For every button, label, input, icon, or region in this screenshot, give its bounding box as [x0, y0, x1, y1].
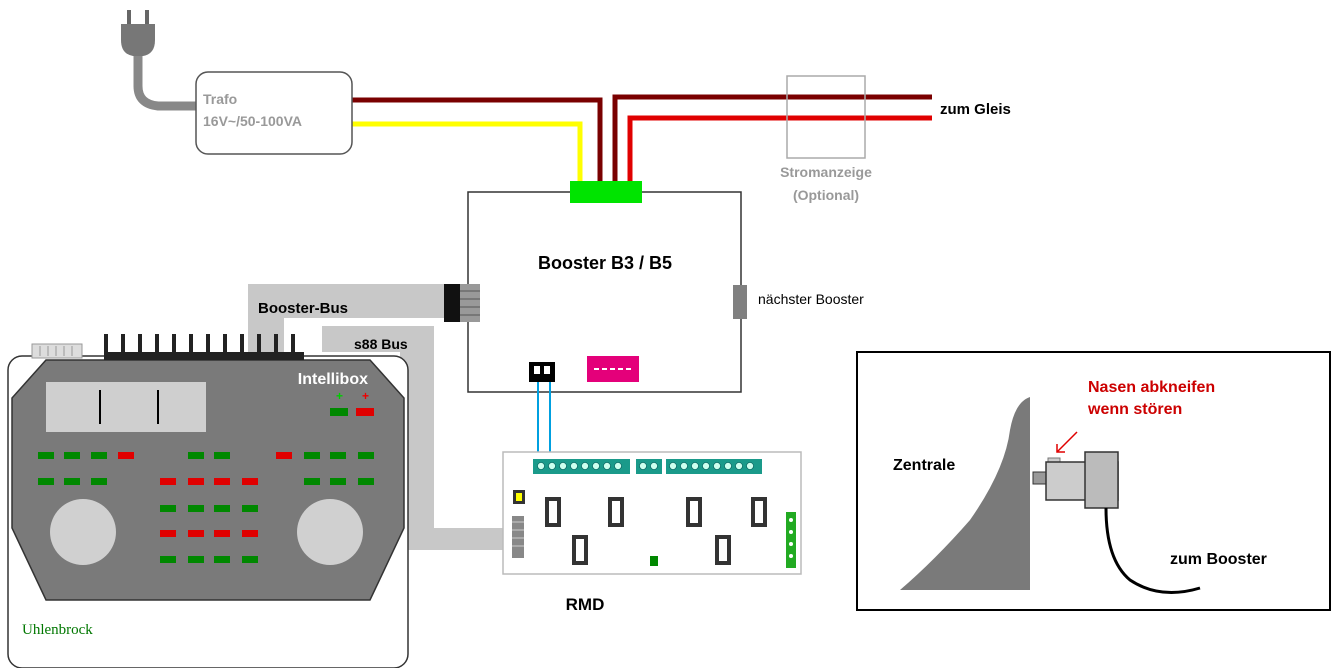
track-connector [570, 181, 642, 203]
trafo-rating: 16V~/50-100VA [203, 113, 302, 129]
s88-bus-label: s88 Bus [354, 336, 408, 352]
booster-bus-label: Booster-Bus [258, 300, 348, 317]
rmd-wires [537, 382, 551, 458]
trafo: Trafo 16V~/50-100VA [195, 71, 353, 155]
zentrale-label: Zentrale [893, 457, 955, 474]
booster-box: Booster B3 / B5 [444, 181, 747, 393]
uhlenbrock-logo: Uhlenbrock [22, 622, 93, 638]
naechster-booster-label: nächster Booster [758, 291, 864, 307]
inset-zentrale-detail: Nasen abkneifen wenn stören Zentrale zum… [856, 351, 1331, 611]
intellibox-label: Intellibox [298, 371, 368, 388]
arrow-icon [1056, 431, 1078, 453]
nasen-line2: wenn stören [1087, 401, 1182, 418]
zentrale-shape [900, 397, 1030, 590]
stromanzeige: Stromanzeige (Optional) [780, 75, 872, 203]
intellibox: + + [7, 334, 409, 668]
zum-gleis-label: zum Gleis [940, 101, 1011, 118]
s88-bus-cable [322, 326, 515, 550]
rmd-label: RMD [566, 595, 605, 614]
booster-cable [1104, 507, 1201, 594]
optional-label: (Optional) [793, 187, 859, 203]
rmd-module: RMD [502, 451, 802, 614]
right-knob [297, 499, 363, 565]
booster-bus-cable [248, 284, 444, 352]
svg-text:+: + [362, 389, 369, 403]
left-knob [50, 499, 116, 565]
next-booster-connector [733, 285, 747, 319]
s88-connector [529, 362, 555, 382]
trafo-label: Trafo [203, 91, 237, 107]
power-plug-icon [121, 10, 198, 111]
booster-title: Booster B3 / B5 [538, 253, 672, 273]
stromanzeige-label: Stromanzeige [780, 164, 872, 180]
wires [352, 94, 932, 182]
nasen-line1: Nasen abkneifen [1088, 379, 1215, 396]
svg-text:+: + [336, 389, 343, 403]
zum-booster-label: zum Booster [1170, 551, 1267, 568]
intellibox-buttons [38, 452, 374, 563]
